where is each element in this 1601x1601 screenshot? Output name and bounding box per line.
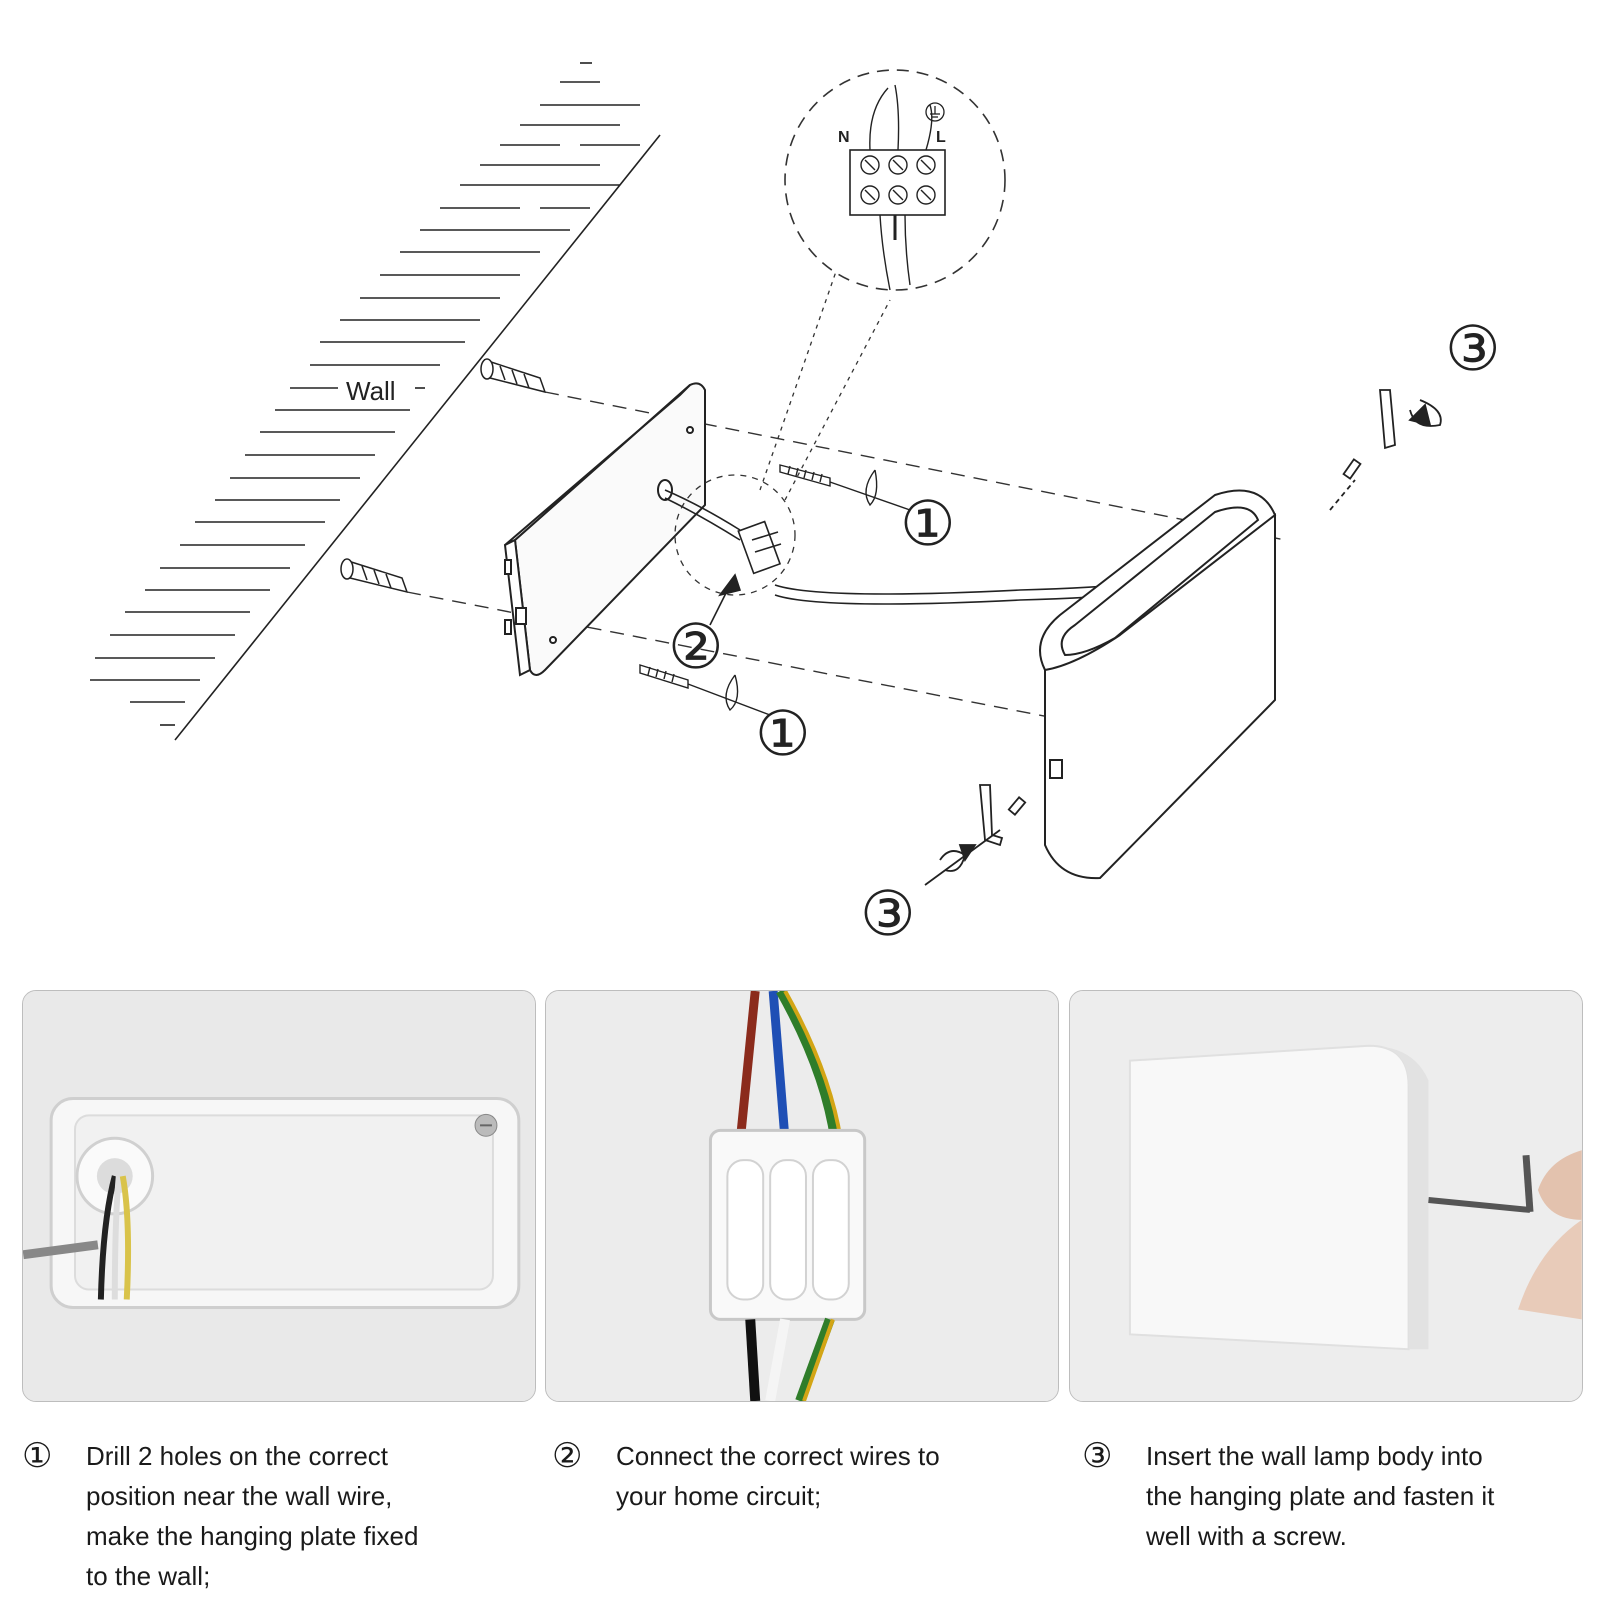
- callout-3-bottom: ③: [860, 877, 916, 950]
- step-3-number: ③: [1082, 1436, 1113, 1476]
- terminal-label-n: N: [838, 129, 850, 146]
- step-3-text: Insert the wall lamp body into the hangi…: [1146, 1441, 1495, 1551]
- lamp-body: [1039, 489, 1277, 880]
- screw-top: [779, 464, 911, 511]
- callout-1-top: ①: [900, 487, 956, 560]
- allen-key-top: [1329, 389, 1442, 511]
- screw-bottom: [639, 664, 771, 716]
- wall-anchor-bottom: [340, 558, 409, 594]
- photo-wire-connector: [545, 990, 1059, 1402]
- wall-label: Wall: [346, 376, 396, 406]
- wall-hatching: [90, 62, 661, 741]
- photo-hanging-plate: [22, 990, 536, 1402]
- wall-anchor-top: [480, 358, 547, 394]
- callout-3-top: ③: [1445, 312, 1501, 385]
- step-1-number: ①: [22, 1436, 53, 1476]
- step-2-text: Connect the correct wires to your home c…: [616, 1441, 940, 1511]
- installation-diagram: Wall: [90, 62, 1501, 950]
- step-2-number: ②: [552, 1436, 583, 1476]
- terminal-label-l: L: [936, 129, 946, 146]
- photo-lamp-fastening: [1069, 990, 1583, 1402]
- step-1-text: Drill 2 holes on the correct position ne…: [86, 1441, 419, 1591]
- callout-2: ②: [668, 610, 724, 683]
- hanging-plate: [503, 382, 706, 677]
- terminal-zoom: N L: [784, 69, 1006, 291]
- callout-1-bottom: ①: [755, 697, 811, 770]
- allen-key-bottom: [924, 784, 1027, 886]
